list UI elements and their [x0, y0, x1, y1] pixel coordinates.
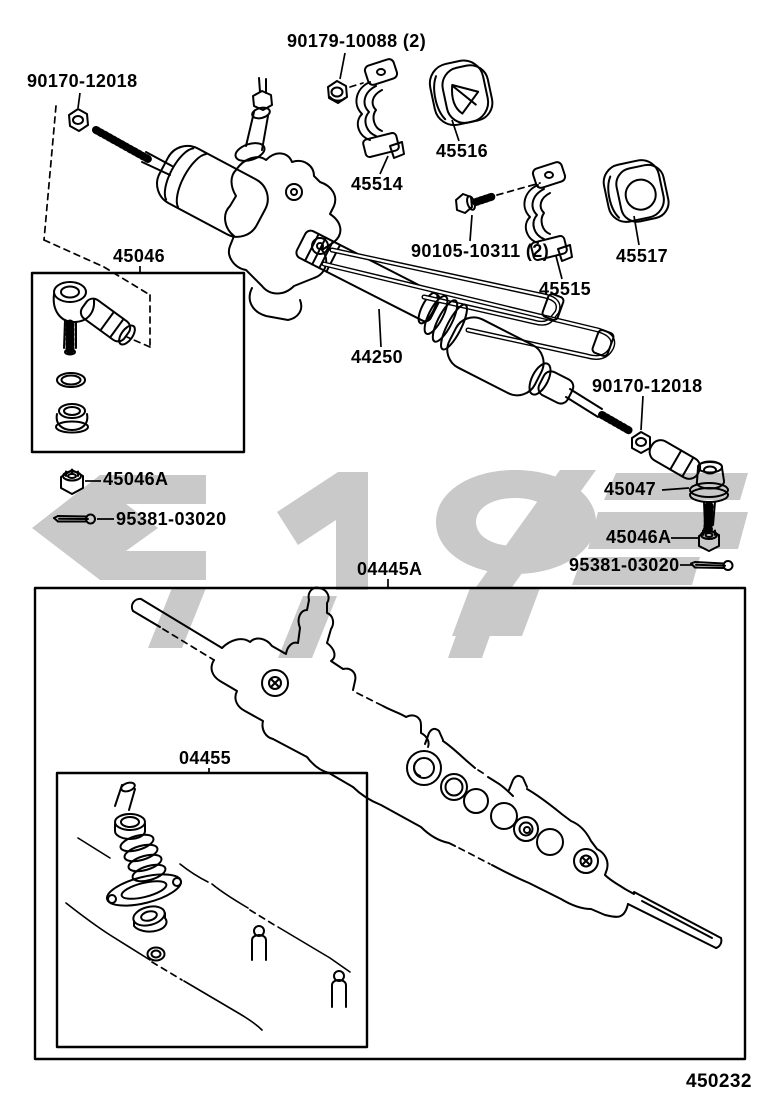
part-label-45517: 45517 — [616, 246, 669, 266]
flange-gasket — [105, 873, 183, 907]
nut-icon — [631, 431, 651, 454]
gasket-kit-box-04455 — [55, 771, 369, 1049]
gasket-kit-box-04445a — [33, 586, 747, 1061]
part-label-90170-12018-left: 90170-12018 — [27, 71, 138, 91]
part-label-45046: 45046 — [113, 246, 166, 266]
part-label-04445a: 04445A — [357, 559, 423, 579]
castle-nut-icon — [698, 528, 720, 552]
nut-icon — [327, 80, 348, 104]
cotter-pin-icon — [690, 560, 734, 571]
steering-boot-right — [423, 295, 575, 405]
valve-housing — [224, 77, 342, 321]
inner-tie-rod-right — [565, 388, 634, 435]
part-label-45515: 45515 — [539, 279, 592, 299]
spring — [119, 833, 167, 883]
dust-seal — [58, 403, 86, 419]
left-small-parts — [53, 468, 96, 525]
rack-and-pinion-assembly-drawing — [43, 58, 734, 571]
part-label-95381-03020-right: 95381-03020 — [569, 555, 680, 575]
part-label-45047: 45047 — [604, 479, 657, 499]
bearing-ring — [132, 905, 168, 933]
figure-number: 450232 — [686, 1071, 752, 1092]
bolt-hole-mark — [261, 669, 289, 697]
part-label-44250: 44250 — [351, 347, 404, 367]
grommet-45516 — [428, 59, 494, 127]
grommet-45517 — [602, 159, 670, 223]
part-label-45046a-right: 45046A — [606, 527, 672, 547]
clamp-45514 — [355, 58, 405, 159]
pipe-fittings — [541, 293, 615, 357]
seal-rings — [406, 750, 564, 856]
inner-tie-rod-left — [92, 126, 173, 176]
o-ring — [56, 372, 86, 388]
part-label-95381-03020-left: 95381-03020 — [116, 509, 227, 529]
bolt-icon — [455, 192, 498, 214]
tie-rod-end-kit-drawing — [52, 281, 136, 434]
leader-lines — [77, 52, 698, 773]
part-label-45516: 45516 — [436, 141, 489, 161]
stub — [251, 925, 267, 961]
steering-boot-left — [156, 144, 269, 238]
cotter-pin-icon — [53, 513, 96, 525]
clamp-45515 — [523, 161, 573, 262]
part-label-45046a-left: 45046A — [103, 469, 169, 489]
nut-icon — [68, 108, 89, 132]
part-label-45514: 45514 — [351, 174, 404, 194]
castle-nut-icon — [60, 468, 84, 495]
pinion-seal-kit-drawing — [65, 781, 351, 1031]
kit-box-45046 — [30, 271, 246, 454]
part-label-90105-10311: 90105-10311 (2) — [411, 241, 550, 261]
part-label-90179-10088: 90179-10088 (2) — [287, 31, 427, 51]
part-label-90170-12018-right: 90170-12018 — [592, 376, 703, 396]
tie-rod-end-right — [648, 439, 729, 532]
gasket-kit-outline-drawing — [130, 586, 723, 949]
part-label-04455: 04455 — [179, 748, 232, 768]
stub — [331, 970, 347, 1008]
bolt-hole-mark — [573, 848, 599, 874]
pinion-shaft-bolt — [252, 90, 273, 111]
